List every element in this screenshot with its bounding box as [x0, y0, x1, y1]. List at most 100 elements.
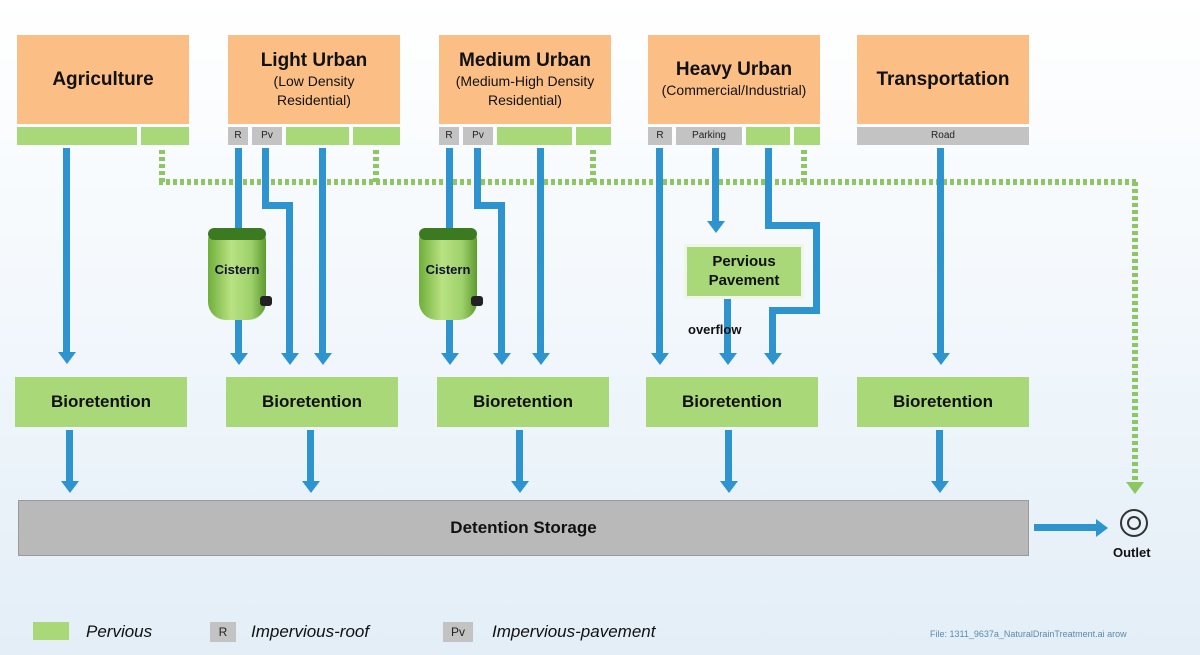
flow-arrowhead [230, 353, 248, 365]
roof-strip: R [439, 127, 459, 145]
land-use-transportation: Transportation [857, 35, 1029, 124]
flow-arrow [537, 148, 544, 354]
flow-arrow [446, 148, 453, 230]
flow-arrow [286, 202, 293, 354]
bypass-line [373, 150, 379, 182]
pervious-strip [17, 127, 137, 145]
land-use-subtitle: (Low Density Residential) [273, 72, 355, 108]
flow-arrow [474, 202, 504, 209]
flow-arrowhead [651, 353, 669, 365]
overflow-label: overflow [688, 322, 742, 337]
land-use-agriculture: Agriculture [17, 35, 189, 124]
outlet-arrowhead [1096, 519, 1108, 537]
bioretention-transportation: Bioretention [857, 377, 1029, 427]
road-strip: Road [857, 127, 1029, 145]
flow-arrowhead [764, 353, 782, 365]
roof-strip: R [228, 127, 248, 145]
flow-arrowhead [720, 481, 738, 493]
outlet-arrow [1034, 524, 1098, 531]
flow-arrow [724, 296, 731, 354]
pervious-pavement: Pervious Pavement [684, 244, 804, 299]
bioretention-medium-urban: Bioretention [437, 377, 609, 427]
legend-pervious-swatch [33, 622, 69, 640]
roof-strip: R [648, 127, 672, 145]
flow-arrow [474, 148, 481, 208]
spigot-icon [260, 296, 272, 306]
flow-arrow [319, 148, 326, 354]
flow-arrowhead [532, 353, 550, 365]
outlet-icon [1120, 509, 1148, 537]
bypass-line [590, 150, 596, 182]
flow-arrow [936, 430, 943, 482]
flow-arrowhead [61, 481, 79, 493]
legend-roof-swatch: R [210, 622, 236, 642]
land-use-subtitle: (Commercial/Industrial) [661, 82, 807, 98]
flow-arrow [307, 430, 314, 482]
cistern-label: Cistern [425, 262, 471, 277]
land-use-title: Heavy Urban [675, 59, 793, 80]
flow-arrow [725, 430, 732, 482]
flow-arrowhead [511, 481, 529, 493]
flow-arrow [262, 148, 269, 208]
land-use-light-urban: Light Urban (Low Density Residential) [228, 35, 400, 124]
pervious-strip [141, 127, 189, 145]
flow-arrow [937, 148, 944, 354]
flow-arrow [446, 318, 453, 354]
pervious-strip [286, 127, 349, 145]
bypass-line [159, 150, 165, 182]
flow-arrow [769, 307, 776, 354]
land-use-medium-urban: Medium Urban (Medium-High Density Reside… [439, 35, 611, 124]
detention-storage: Detention Storage [18, 500, 1029, 556]
pervious-strip [576, 127, 611, 145]
land-use-title: Medium Urban [459, 49, 591, 71]
flow-arrow [235, 148, 242, 230]
pervious-strip [794, 127, 820, 145]
cistern-cap [419, 228, 477, 240]
flow-arrowhead [719, 353, 737, 365]
spigot-icon [471, 296, 483, 306]
land-use-subtitle: (Medium-High Density Residential) [455, 72, 595, 108]
flow-arrow [235, 318, 242, 354]
flow-arrowhead [493, 353, 511, 365]
bioretention-light-urban: Bioretention [226, 377, 398, 427]
cistern-medium-urban: Cistern [419, 228, 483, 320]
pervious-pavement-label: Pervious Pavement [708, 253, 780, 289]
legend-pavement-label: Impervious-pavement [492, 622, 656, 641]
legend-roof-label: Impervious-roof [251, 622, 370, 641]
flow-arrowhead [707, 221, 725, 233]
flow-arrow [813, 222, 820, 314]
flow-arrow [769, 307, 820, 314]
flow-arrow [765, 222, 819, 229]
flow-arrow [63, 148, 70, 353]
file-label: File: 1311_9637a_NaturalDrainTreatment.a… [930, 629, 1127, 639]
land-use-title: Transportation [876, 68, 1010, 90]
legend-pervious-label: Pervious [86, 622, 153, 641]
flow-arrow [765, 148, 772, 228]
land-use-title: Agriculture [52, 68, 154, 90]
flow-arrowhead [281, 353, 299, 365]
cistern-label: Cistern [214, 262, 260, 277]
flow-arrowhead [58, 352, 76, 364]
flow-arrow [656, 148, 663, 354]
bypass-arrowhead [1126, 482, 1144, 494]
flow-arrow [66, 430, 73, 482]
flow-arrowhead [302, 481, 320, 493]
flow-arrowhead [931, 481, 949, 493]
flow-arrow [516, 430, 523, 482]
pavement-strip: Pv [252, 127, 282, 145]
flow-arrowhead [441, 353, 459, 365]
bypass-line [159, 179, 1138, 185]
land-use-title: Light Urban [260, 49, 368, 71]
flow-arrow [498, 202, 505, 354]
flow-arrow [262, 202, 292, 209]
flow-arrowhead [932, 353, 950, 365]
bioretention-heavy-urban: Bioretention [646, 377, 818, 427]
bypass-line [1132, 182, 1138, 482]
parking-strip: Parking [676, 127, 742, 145]
outlet-label: Outlet [1113, 545, 1151, 560]
legend-pavement-swatch: Pv [443, 622, 473, 642]
flow-arrowhead [314, 353, 332, 365]
outlet-icon-ring [1127, 516, 1141, 530]
cistern-cap [208, 228, 266, 240]
pervious-strip [497, 127, 572, 145]
